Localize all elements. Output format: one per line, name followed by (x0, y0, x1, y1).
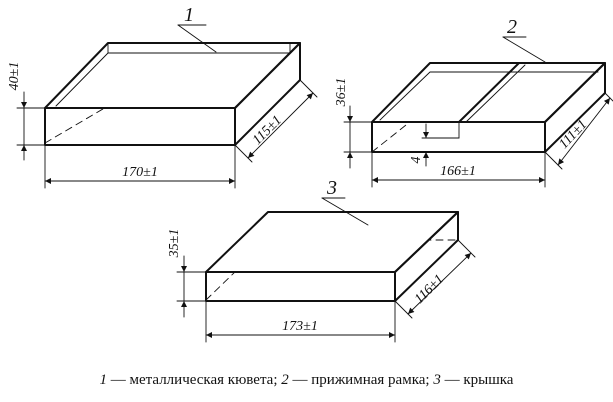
technical-drawing: 170±1 40±1 115±1 1 (7, 4, 613, 343)
box-3-leader (321, 197, 369, 226)
box-3-width-label: 116±1 (412, 272, 447, 307)
box-1-width-label: 115±1 (250, 113, 285, 148)
caption-text-2: прижимная рамка (311, 372, 426, 388)
box-1-length-label: 170±1 (122, 165, 158, 180)
box-3-lid (205, 211, 459, 302)
box-2-number: 2 (507, 16, 517, 38)
caption-num-2: 2 (281, 372, 289, 388)
box-3-number: 3 (326, 177, 337, 199)
box-2-dimensions (343, 92, 613, 188)
box-1-number: 1 (184, 4, 194, 26)
figure-caption: 1 — металлическая кювета; 2 — прижимная … (99, 372, 514, 388)
box-1-dimensions (16, 79, 318, 189)
box-2-height-label: 36±1 (334, 78, 349, 108)
box-2-leader (502, 36, 546, 63)
box-3-length-label: 173±1 (282, 319, 318, 334)
caption-num-3: 3 (433, 372, 441, 388)
box-3-height-label: 35±1 (167, 229, 182, 259)
box-1-height-label: 40±1 (7, 62, 22, 91)
box-3-dimensions (176, 239, 476, 343)
caption-text-1: металлическая кювета (129, 372, 274, 388)
box-2-offset-label: 4 (409, 157, 424, 164)
caption-num-1: 1 (99, 372, 108, 388)
caption-text-3: крышка (463, 372, 514, 388)
box-2-length-label: 166±1 (440, 164, 476, 179)
box-1-leader (177, 24, 217, 53)
